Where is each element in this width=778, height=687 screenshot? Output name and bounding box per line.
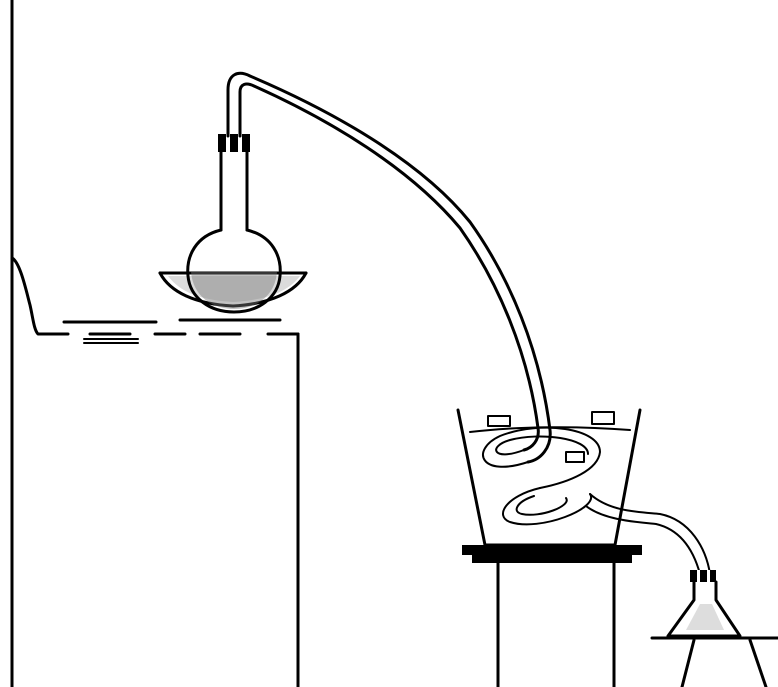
receiver-stand: [652, 638, 778, 687]
conical-receiving-flask: [668, 570, 740, 636]
delivery-tube: [228, 73, 550, 462]
round-bottom-flask: [188, 134, 280, 312]
tripod-stand: [462, 545, 642, 687]
heater-block: [12, 258, 298, 687]
ice-cube: [488, 416, 510, 426]
ice-cube: [592, 412, 614, 424]
ice-cube: [566, 452, 584, 462]
